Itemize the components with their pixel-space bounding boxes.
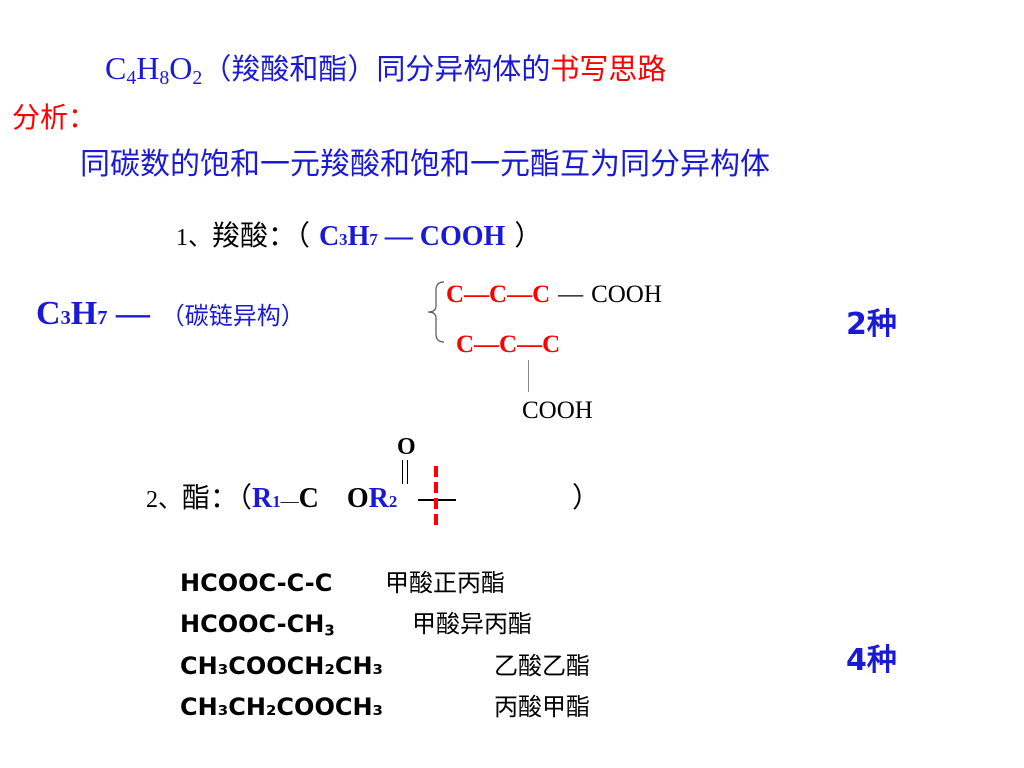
chain1-group: COOH — [591, 281, 662, 308]
ester-formula-2-main: HCOOC-CH — [180, 610, 325, 638]
ester-bond1: — — [280, 491, 299, 511]
brace-icon — [427, 281, 445, 343]
title-c-sub: 4 — [126, 66, 137, 89]
r2-sub: 2 — [388, 492, 398, 511]
c3h7-formula: C3H7 — — [36, 295, 150, 332]
title-formula: C4H8O2 — [105, 50, 203, 89]
section1-number: 1、 — [176, 225, 212, 251]
ester-r1: R1 — [252, 483, 281, 514]
section2-number: 2、 — [146, 487, 182, 513]
s1-dash: — — [384, 221, 413, 252]
section1-line: 1、羧酸：（ C3H7 — COOH ） — [176, 222, 542, 251]
c3h7-line: C3H7 — （碳链异构） — [36, 296, 305, 331]
chain2-carbons: C—C—C — [456, 331, 561, 358]
ester-name-2: 甲酸异丙酯 — [412, 610, 532, 638]
s1-h: H — [347, 221, 370, 252]
c3h7-c-sub: 3 — [60, 307, 71, 329]
ester-formula-3: CH₃COOCH₂CH₃ — [180, 652, 384, 680]
analysis-text: 同碳数的饱和一元羧酸和饱和一元酯互为同分异构体 — [80, 147, 770, 182]
ester-formula-1: HCOOC-C-C — [180, 569, 333, 597]
ester-r2: R2 — [369, 483, 398, 514]
section1-formula: C3H7 — COOH — [319, 221, 505, 252]
c3h7-dash: — — [115, 295, 150, 332]
title-o: O — [169, 50, 193, 86]
isomer-note: （碳链异构） — [160, 302, 305, 330]
section2-close-paren: ） — [572, 481, 601, 514]
chain2-group: COOH — [522, 397, 593, 424]
r1-letter: R — [252, 483, 273, 514]
chain1-carbons: C—C—C — [446, 281, 551, 308]
ester-name-4: 丙酸甲酯 — [494, 693, 590, 721]
s1-c: C — [318, 221, 340, 252]
ester-oxygen: O — [346, 483, 369, 514]
ester-oxygen-top: O — [397, 434, 416, 460]
title-h: H — [136, 50, 160, 86]
section2-label: 酯： — [182, 481, 239, 514]
section1-close-paren: ） — [514, 219, 543, 252]
analysis-label: 分析： — [12, 101, 97, 134]
count-ester: 4种 — [846, 643, 897, 678]
ester-double-bond-2 — [407, 460, 408, 484]
ester-double-bond-1 — [402, 460, 403, 484]
cut-line-icon — [434, 466, 438, 528]
r1-sub: 1 — [272, 492, 281, 511]
chain1: C—C—C — COOH — [446, 281, 662, 307]
chain1-dash: — — [558, 281, 584, 308]
title-o-sub: 2 — [192, 66, 203, 89]
s1-c-sub: 3 — [339, 230, 348, 249]
ester-name-1: 甲酸正丙酯 — [385, 569, 505, 597]
ester-formula-2: HCOOC-CH3 — [180, 610, 335, 638]
ester-name-3: 乙酸乙酯 — [494, 652, 590, 680]
count-acid: 2种 — [846, 307, 897, 342]
section1-open-paren: （ — [296, 219, 311, 252]
r2-letter: R — [368, 483, 389, 514]
title-text: （羧酸和酯）同分异构体的 — [202, 52, 551, 86]
section2-open-paren: （ — [238, 481, 253, 514]
s1-h-sub: 7 — [369, 230, 378, 249]
ester-carbon: C — [298, 483, 319, 514]
page-title: C4H8O2（羧酸和酯）同分异构体的书写思路 — [105, 50, 667, 89]
title-c: C — [105, 50, 127, 86]
chain2-vertical-bond — [528, 360, 529, 392]
title-highlight: 书写思路 — [550, 52, 667, 86]
ester-formula-4: CH₃CH₂COOCH₃ — [180, 693, 384, 721]
ester-formula-2-sub: 3 — [324, 621, 335, 640]
c3h7-h: H — [70, 295, 98, 332]
section1-label: 羧酸： — [212, 219, 297, 252]
c3h7-h-sub: 7 — [97, 307, 108, 329]
c3h7-c: C — [36, 295, 61, 332]
title-h-sub: 8 — [159, 66, 170, 89]
s1-cooh: COOH — [419, 221, 506, 252]
